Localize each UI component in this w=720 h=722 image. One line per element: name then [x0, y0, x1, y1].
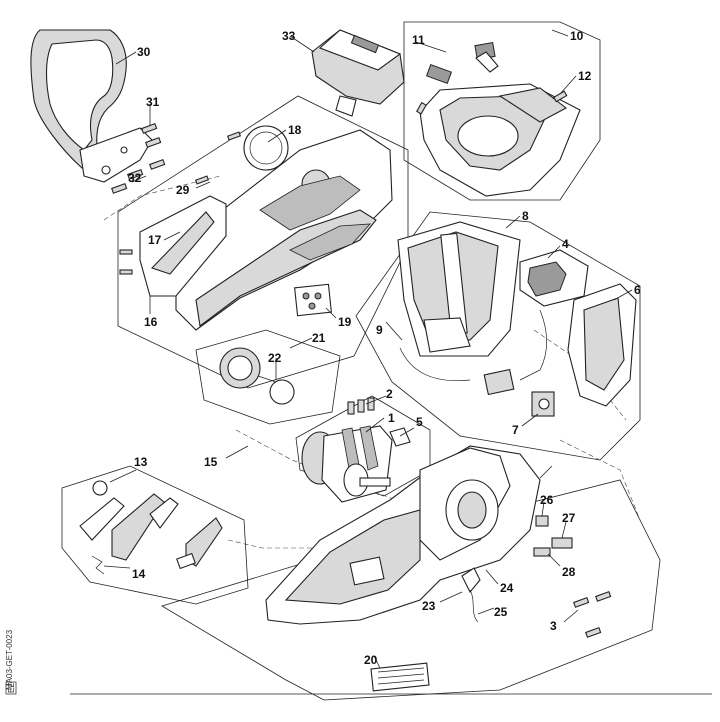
callout-19: 19 — [338, 315, 352, 329]
screws-31-32 — [111, 123, 166, 194]
callout-4: 4 — [562, 237, 569, 251]
callout-14: 14 — [132, 567, 146, 581]
callout-labels: 30 31 32 33 11 10 12 18 29 17 16 19 21 2… — [128, 29, 641, 667]
callout-25: 25 — [494, 605, 508, 619]
drawing-code: MA03-GET-0023 — [5, 629, 14, 690]
callout-17: 17 — [148, 233, 162, 247]
callout-12: 12 — [578, 69, 592, 83]
leader-lines — [103, 29, 633, 669]
carb-box-part-10 — [416, 41, 581, 197]
sheet-mark-box — [5, 681, 17, 695]
callout-24: 24 — [500, 581, 514, 595]
callout-28: 28 — [562, 565, 576, 579]
tank-housing-part-8 — [397, 221, 637, 417]
top-cover-part-33 — [311, 29, 405, 117]
callout-8: 8 — [522, 209, 529, 223]
callout-10: 10 — [570, 29, 584, 43]
callout-13: 13 — [134, 455, 148, 469]
callout-22: 22 — [268, 351, 282, 365]
callout-5: 5 — [416, 415, 423, 429]
callout-15: 15 — [204, 455, 218, 469]
flywheel-part-22 — [219, 347, 295, 405]
engine-part-1 — [301, 397, 411, 503]
frame-21 — [195, 329, 341, 425]
callout-20: 20 — [364, 653, 378, 667]
side-housing-part-16 — [119, 125, 393, 331]
callout-26: 26 — [540, 493, 554, 507]
callout-11: 11 — [412, 33, 425, 47]
callout-3: 3 — [550, 619, 557, 633]
frame-10 — [403, 21, 601, 201]
frame-8 — [355, 211, 641, 461]
callout-7: 7 — [512, 423, 519, 437]
callout-1: 1 — [388, 411, 395, 425]
callout-2: 2 — [386, 387, 393, 401]
callout-31: 31 — [146, 95, 160, 109]
rear-handle-part-30 — [30, 29, 153, 183]
callout-23: 23 — [422, 599, 436, 613]
callout-27: 27 — [562, 511, 576, 525]
sheet-mark: EZ — [7, 683, 16, 693]
callout-33: 33 — [282, 29, 296, 43]
callout-18: 18 — [288, 123, 302, 137]
frame-15 — [117, 95, 409, 389]
trigger-part-13 — [79, 480, 223, 575]
callout-6: 6 — [634, 283, 641, 297]
callout-21: 21 — [312, 331, 326, 345]
callout-16: 16 — [144, 315, 158, 329]
callout-30: 30 — [137, 45, 151, 59]
frame-13 — [61, 465, 249, 605]
callout-32: 32 — [128, 171, 142, 185]
callout-9: 9 — [376, 323, 383, 337]
callout-29: 29 — [176, 183, 190, 197]
crankcase-part-3 — [265, 445, 612, 692]
